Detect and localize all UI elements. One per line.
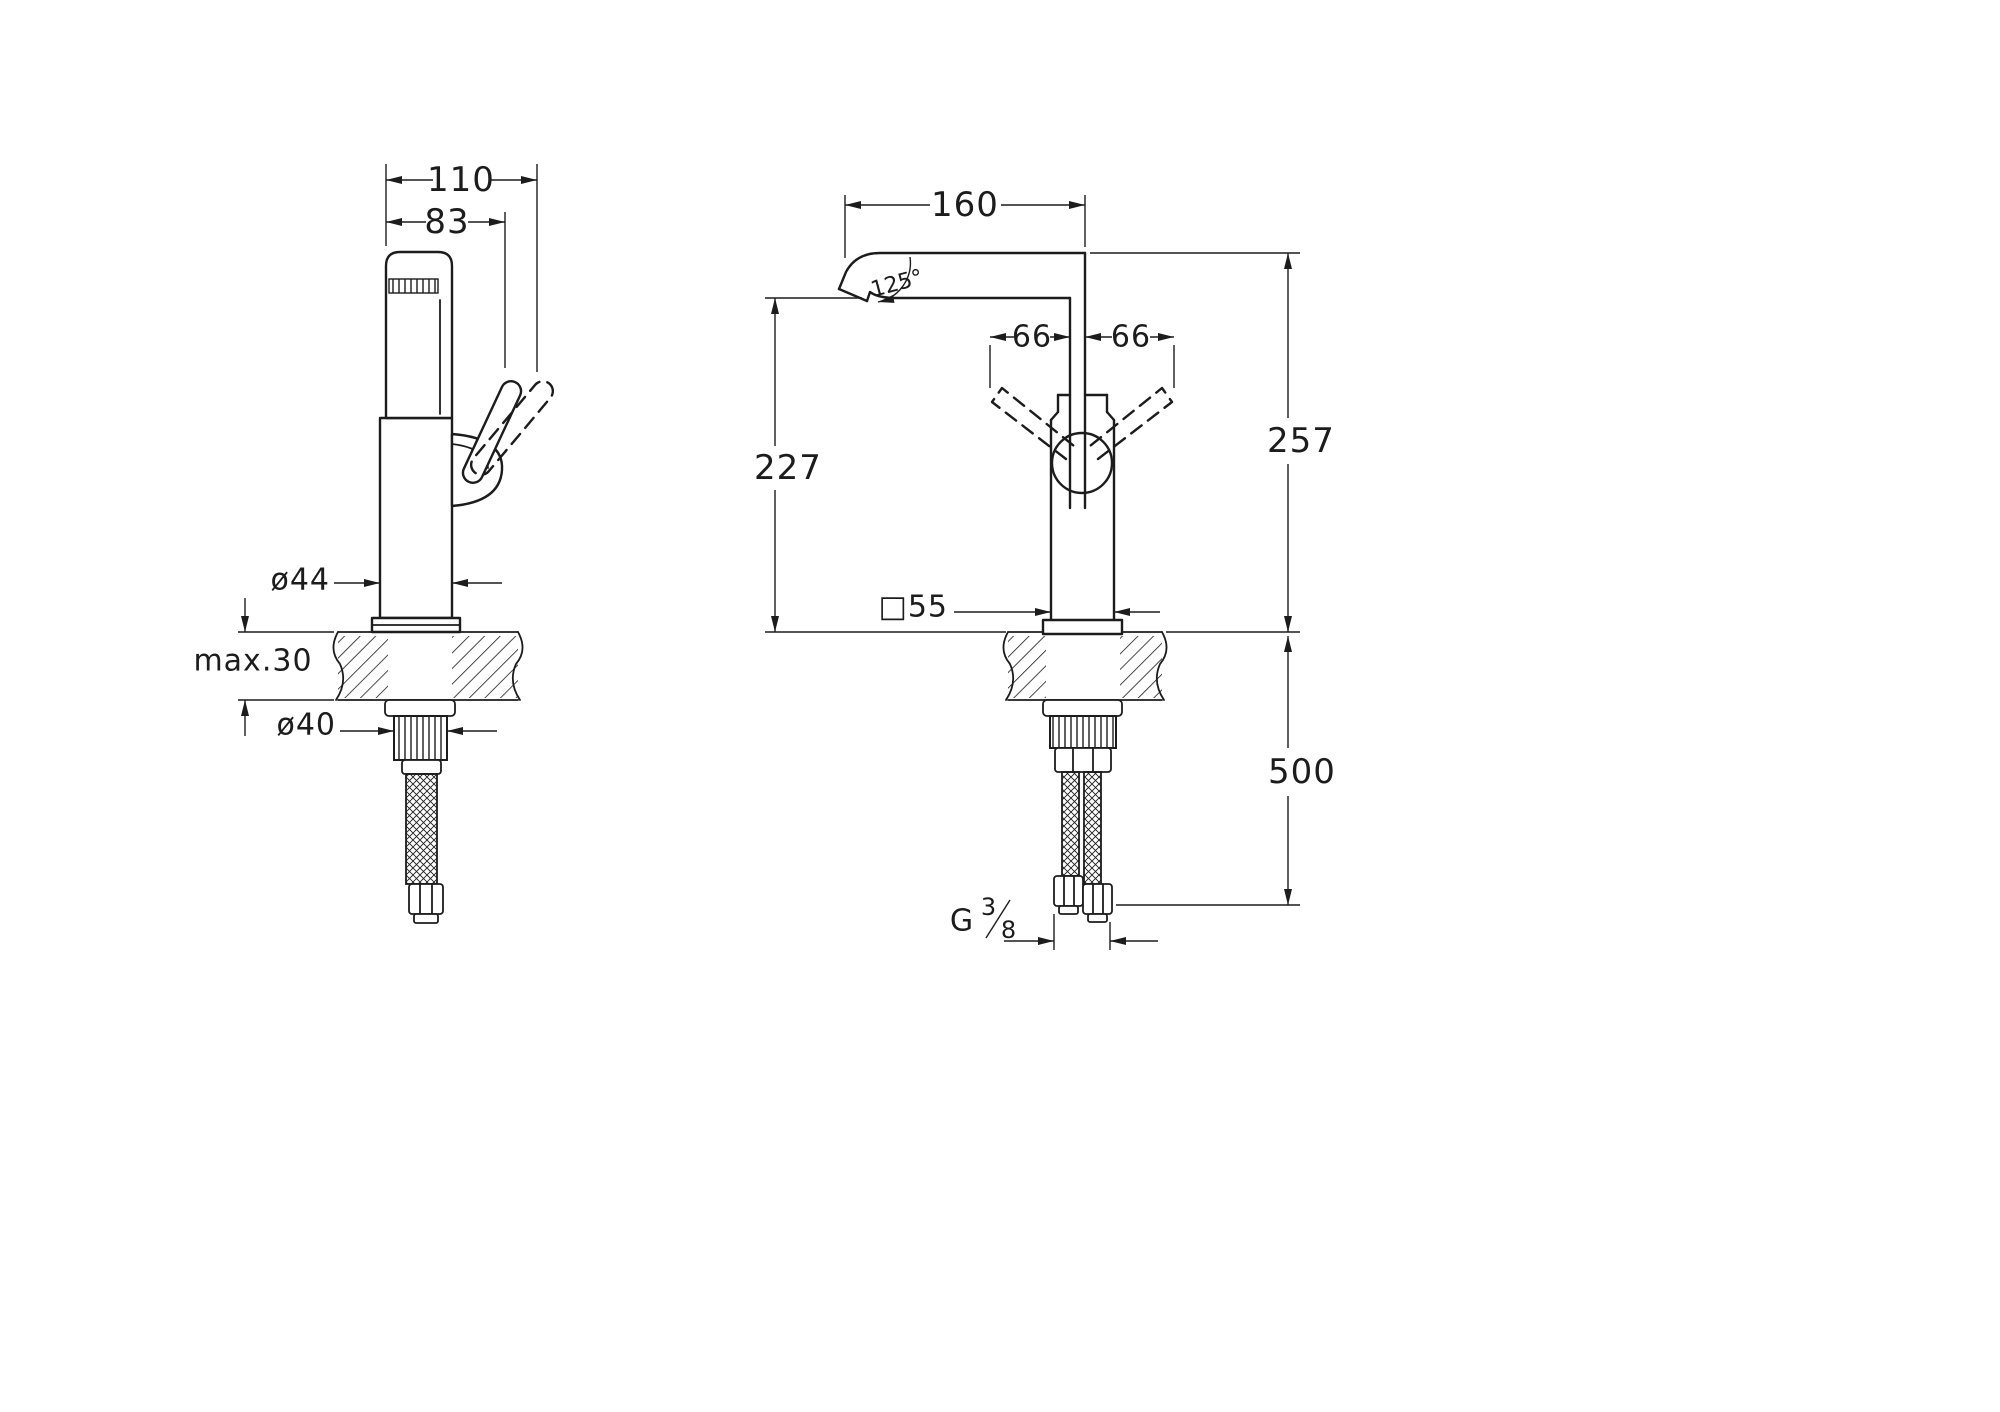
front-undermount (1042, 699, 1123, 923)
dim-spout-angle: 125° (868, 256, 926, 303)
dim-spout-height: 227 (754, 297, 1006, 633)
angle-arc (877, 256, 912, 303)
dim-front-hose-length-label: 500 (1268, 752, 1336, 792)
front-hose-left (1061, 771, 1080, 877)
break-line (511, 631, 524, 701)
side-countertop-section (332, 631, 524, 701)
dim-handle-span-left: 66 (989, 320, 1070, 388)
dim-side-spout-width-label: 83 (424, 202, 469, 242)
side-threaded-shank (393, 715, 448, 761)
dim-side-deck-thickness-label: max.30 (193, 644, 312, 679)
dim-front-spout-height-label: 227 (754, 448, 822, 488)
dim-side-hole-diameter-label: ø40 (276, 708, 336, 743)
side-column (378, 416, 454, 620)
countertop-hatch (1008, 636, 1046, 698)
dim-front-body-width-label: □55 (878, 590, 948, 625)
side-hose-nut (401, 759, 442, 775)
side-spout-body (384, 250, 454, 420)
side-washer (384, 699, 456, 717)
dim-connection-thread: G 3 8 (950, 893, 1158, 950)
dim-spout-reach: 160 (844, 185, 1086, 258)
side-undermount (384, 699, 456, 924)
dim-overall-width: 110 (385, 160, 538, 372)
front-body-shoulder (1105, 410, 1116, 422)
front-fitting-left-tip (1058, 905, 1079, 915)
break-line (1002, 631, 1015, 701)
front-body-shoulder (1049, 410, 1060, 422)
side-hose-fitting (408, 883, 444, 915)
side-view: 110 83 ø44 max.30 (193, 160, 555, 924)
connection-numerator-label: 3 (981, 893, 997, 921)
countertop-hatch (338, 636, 388, 698)
dim-body-diameter: ø44 (270, 563, 502, 598)
dim-spout-width: 83 (386, 202, 506, 368)
dim-handle-span-right: 66 (1085, 320, 1175, 388)
dim-side-body-diameter-label: ø44 (270, 563, 330, 598)
front-dimensions: 160 125° 66 66 (754, 185, 1336, 950)
side-dimensions: 110 83 ø44 max.30 (193, 160, 538, 743)
side-supply-hose (405, 773, 438, 885)
front-countertop-section (1002, 631, 1168, 701)
side-handle-lever-alt-position (469, 380, 555, 476)
dim-body-width: □55 (878, 590, 1160, 625)
front-right-lever-phantom (1088, 386, 1174, 461)
countertop-hatch (452, 636, 518, 698)
dim-front-handle-span-left-label: 66 (1012, 320, 1052, 355)
front-mounting-nut (1054, 747, 1112, 773)
front-left-lever-phantom (990, 386, 1076, 461)
front-handle-boss (1050, 431, 1114, 495)
side-faucet (370, 250, 555, 634)
front-spout-outer (837, 251, 1087, 291)
front-faucet (837, 251, 1174, 636)
connection-denominator-label: 8 (1001, 916, 1017, 944)
dim-front-overall-height-label: 257 (1267, 421, 1335, 461)
front-view: 160 125° 66 66 (754, 185, 1336, 950)
dim-hose-length: 500 (1116, 636, 1336, 906)
front-base-flange (1041, 618, 1124, 636)
front-fitting-right-tip (1087, 913, 1108, 923)
dim-side-overall-width-label: 110 (427, 160, 495, 200)
front-fitting-left (1053, 875, 1084, 907)
connection-g-label: G (950, 904, 974, 939)
dim-hole-diameter: ø40 (276, 708, 497, 743)
side-fitting-tip (413, 913, 439, 924)
dim-front-spout-reach-label: 160 (931, 185, 999, 225)
side-aerator (388, 278, 439, 294)
front-spout-outlet-face (837, 287, 869, 303)
fraction-slash (985, 899, 1011, 939)
side-handle-lever (461, 380, 523, 484)
dim-deck-thickness: max.30 (193, 598, 334, 736)
break-line (1155, 631, 1168, 701)
front-threaded-shank (1049, 715, 1117, 749)
dim-overall-height: 257 (1090, 252, 1335, 633)
dim-front-handle-span-right-label: 66 (1111, 320, 1151, 355)
front-hose-right (1083, 771, 1102, 885)
break-line (332, 631, 345, 701)
front-fitting-right (1082, 883, 1113, 915)
front-washer (1042, 699, 1123, 717)
countertop-hatch (1120, 636, 1162, 698)
